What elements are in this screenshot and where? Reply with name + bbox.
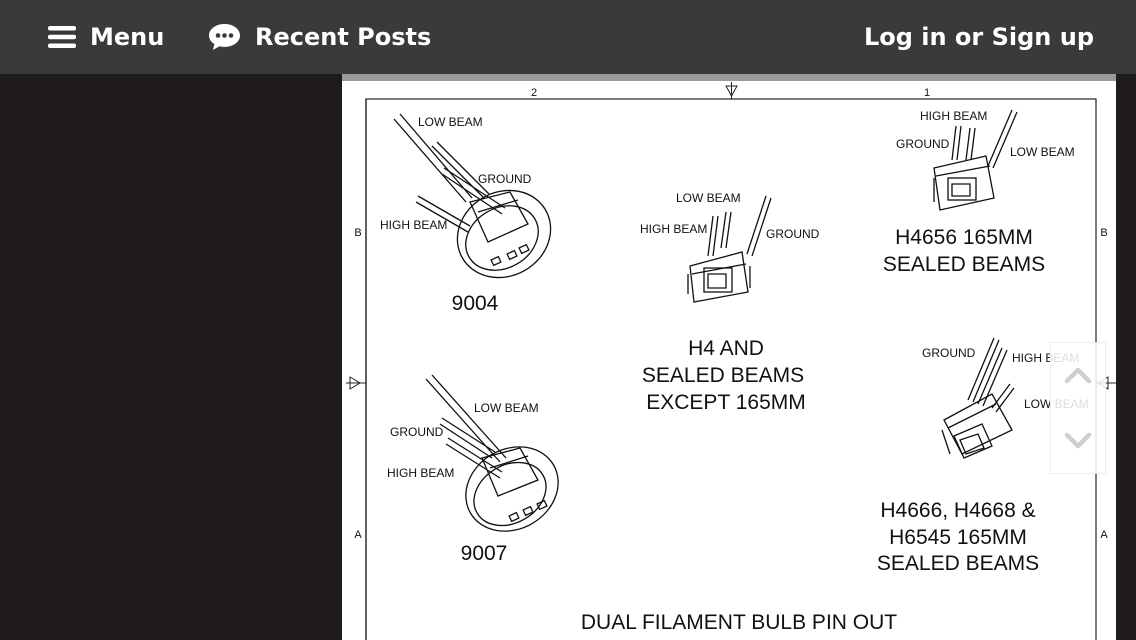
c9007-low-beam-label: LOW BEAM — [474, 401, 539, 415]
zone-column-2: 2 — [531, 87, 537, 99]
h4-name-line-2: SEALED BEAMS — [642, 364, 804, 387]
connector-h4656-drawing — [933, 109, 1018, 211]
recent-posts-button[interactable]: Recent Posts — [208, 0, 431, 74]
h4666-name-line-3: SEALED BEAMS — [877, 552, 1039, 575]
c9004-ground-label: GROUND — [478, 172, 532, 186]
image-top-strip — [342, 74, 1116, 81]
c9004-high-beam-label: HIGH BEAM — [380, 218, 447, 232]
h4-low-beam-label: LOW BEAM — [676, 191, 741, 205]
h4-high-beam-label: HIGH BEAM — [640, 222, 707, 236]
login-signup-link[interactable]: Log in or Sign up — [864, 0, 1094, 74]
connector-9004-drawing — [393, 113, 552, 279]
connector-h4666-drawing — [941, 337, 1015, 459]
connector-9007-drawing — [425, 374, 559, 532]
chat-bubble-icon — [209, 24, 240, 50]
zone-row-a-left: A — [354, 529, 362, 541]
chevron-up-icon — [1064, 367, 1092, 384]
h4656-name-line-2: SEALED BEAMS — [883, 253, 1045, 276]
h4656-name-line-1: H4656 165MM — [895, 226, 1033, 249]
frame-marker-left — [346, 376, 366, 390]
hamburger-icon — [48, 26, 76, 48]
zone-row-a-right: A — [1100, 529, 1108, 541]
diagram-title: DUAL FILAMENT BULB PIN OUT — [581, 611, 897, 634]
login-signup-label: Log in or Sign up — [863, 23, 1094, 51]
h4656-low-beam-label: LOW BEAM — [1010, 145, 1075, 159]
menu-label: Menu — [90, 23, 165, 51]
c9007-high-beam-label: HIGH BEAM — [387, 466, 454, 480]
scroll-down-button[interactable] — [1051, 411, 1105, 471]
h4666-ground-label: GROUND — [922, 346, 976, 360]
wiring-diagram: 2 1 B B A A LOW BEAM GROUND HIGH BEAM 90… — [346, 82, 1116, 640]
h4656-high-beam-label: HIGH BEAM — [920, 109, 987, 123]
h4656-ground-label: GROUND — [896, 137, 950, 151]
scroll-widget — [1050, 342, 1106, 474]
connector-h4-drawing — [687, 195, 772, 303]
chevron-down-icon — [1064, 432, 1092, 449]
c9004-low-beam-label: LOW BEAM — [418, 115, 483, 129]
recent-posts-label: Recent Posts — [255, 23, 432, 51]
h4-ground-label: GROUND — [766, 227, 820, 241]
diagram-image: 2 1 B B A A LOW BEAM GROUND HIGH BEAM 90… — [342, 74, 1116, 640]
menu-button[interactable]: Menu — [48, 0, 164, 74]
c9007-part-number: 9007 — [461, 542, 508, 565]
c9004-part-number: 9004 — [452, 292, 499, 315]
zone-row-b-left: B — [354, 227, 361, 239]
top-navigation-bar: Menu Recent Posts Log in or Sign up — [0, 0, 1136, 74]
h4666-name-line-1: H4666, H4668 & — [880, 499, 1035, 522]
h4666-name-line-2: H6545 165MM — [889, 526, 1027, 549]
zone-row-b-right: B — [1100, 227, 1107, 239]
c9007-ground-label: GROUND — [390, 425, 444, 439]
h4-name-line-3: EXCEPT 165MM — [646, 391, 806, 414]
h4-name-line-1: H4 AND — [688, 337, 764, 360]
zone-column-1: 1 — [924, 87, 930, 99]
scroll-up-button[interactable] — [1051, 345, 1105, 405]
